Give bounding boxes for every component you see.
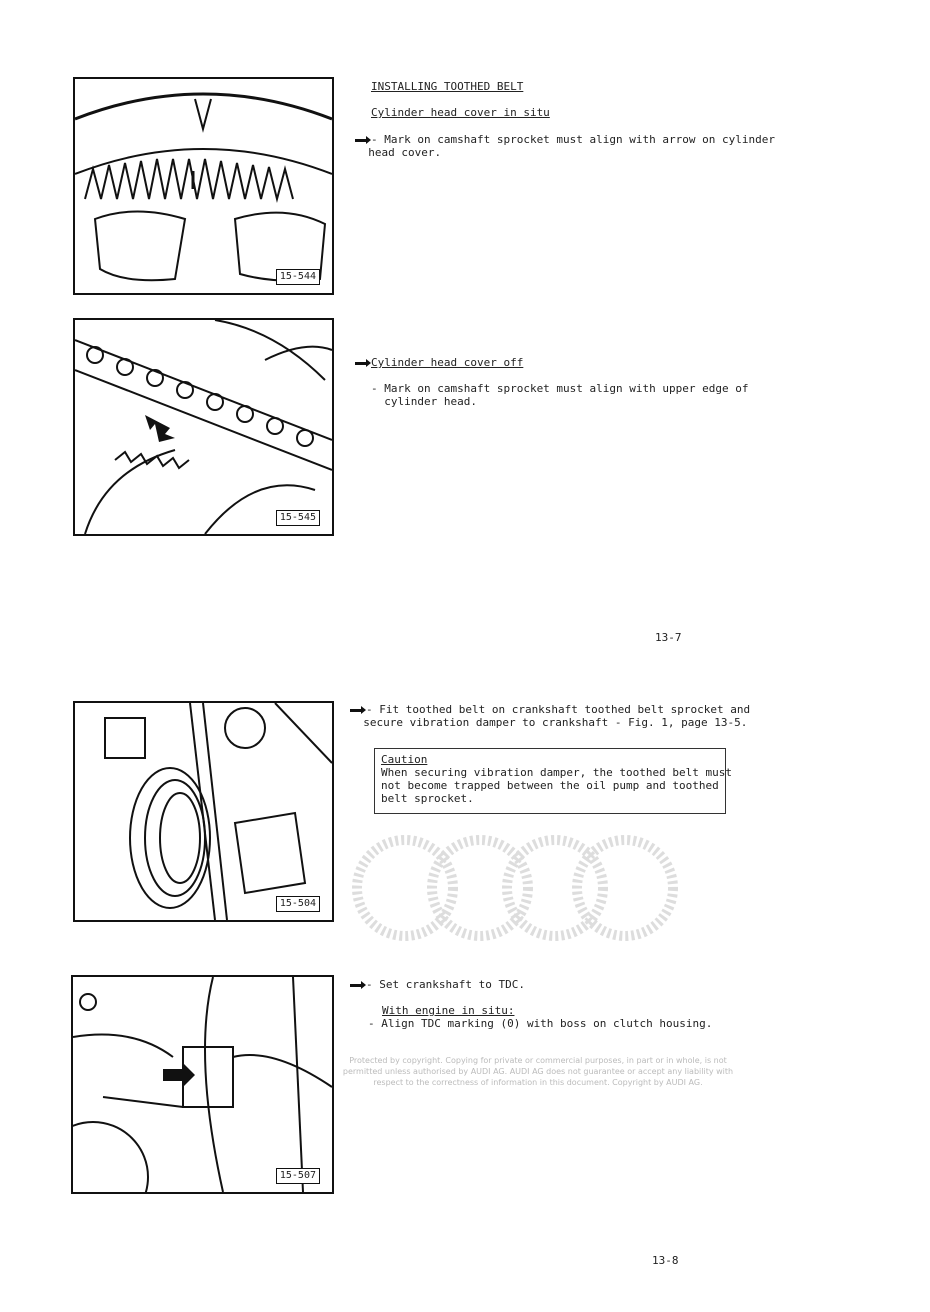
arrow-icon xyxy=(355,358,371,367)
damper-illustration xyxy=(104,703,332,920)
figure-vibration-damper: 15-504 xyxy=(73,701,334,922)
subheading: With engine in situ: xyxy=(382,1004,515,1017)
caution-box: Caution When securing vibration damper, … xyxy=(374,748,732,814)
page-number: 13-8 xyxy=(652,1254,679,1267)
section-heading: INSTALLING TOOTHED BELT xyxy=(371,80,524,93)
copyright-watermark: Protected by copyright. Copying for priv… xyxy=(342,1056,734,1087)
figure-tdc-marking: 15-507 xyxy=(71,975,334,1194)
figure-label: 15-544 xyxy=(275,269,320,285)
chain-illustration xyxy=(75,320,332,534)
sprocket-illustration xyxy=(75,92,332,282)
figure-label: 15-504 xyxy=(275,896,320,912)
arrow-icon xyxy=(350,980,366,989)
figure-camshaft-sprocket-mark: 15-544 xyxy=(73,77,334,295)
instruction-step: - Mark on camshaft sprocket must align w… xyxy=(355,133,775,159)
figure-camshaft-chain: 15-545 xyxy=(73,318,334,536)
caution-text: When securing vibration damper, the toot… xyxy=(381,766,732,805)
subheading: Cylinder head cover in situ xyxy=(371,106,550,119)
instruction-step: - Align TDC marking (0) with boss on clu… xyxy=(368,1017,713,1030)
figure-label: 15-507 xyxy=(275,1168,320,1184)
page-number: 13-7 xyxy=(655,631,682,644)
instruction-step: - Mark on camshaft sprocket must align w… xyxy=(371,382,749,408)
instruction-step: - Fit toothed belt on crankshaft toothed… xyxy=(350,703,750,729)
caution-title: Caution xyxy=(381,753,428,766)
subheading: Cylinder head cover off xyxy=(355,356,523,369)
figure-label: 15-545 xyxy=(275,510,320,526)
instruction-step: - Set crankshaft to TDC. xyxy=(350,978,525,991)
audi-rings-watermark xyxy=(352,835,678,941)
arrow-icon xyxy=(350,705,366,714)
tdc-illustration xyxy=(73,977,332,1192)
arrow-icon xyxy=(355,135,371,144)
